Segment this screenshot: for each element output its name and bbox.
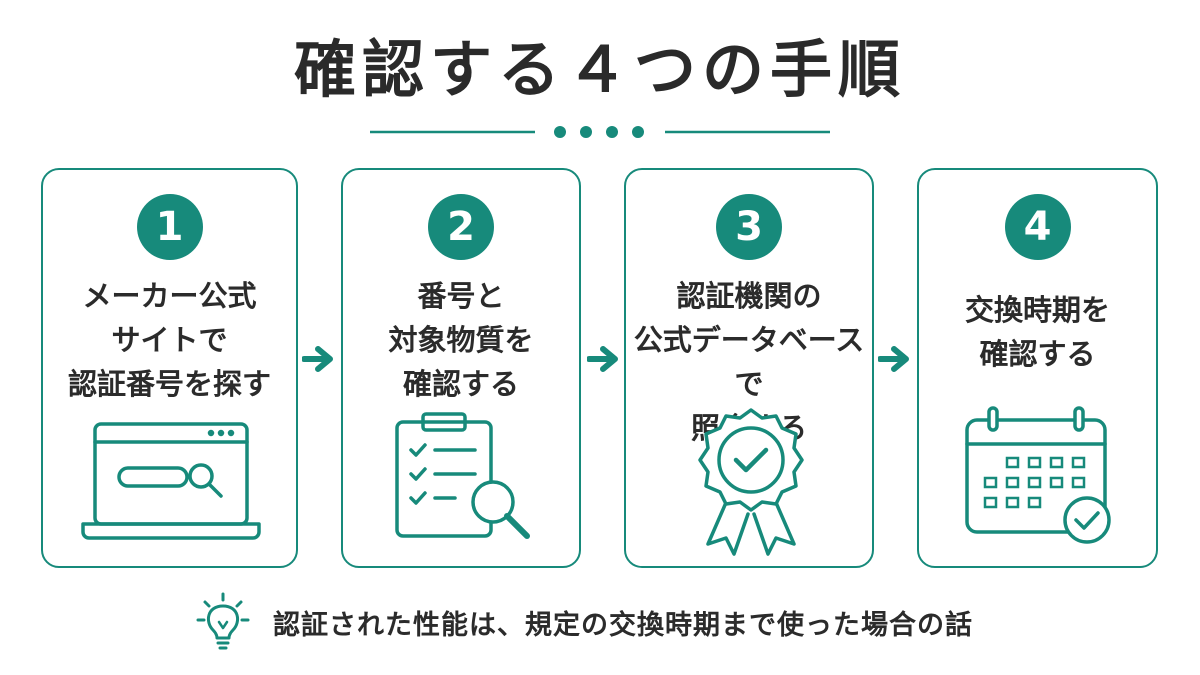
step-label: メーカー公式 サイトで 認証番号を探す: [67, 279, 271, 401]
step-number-badge: 1: [136, 194, 203, 260]
page-title: 確認する４つの手順: [293, 33, 906, 106]
step-label: 番号と 対象物質を 確認する: [388, 279, 534, 401]
arrow-right-icon: [302, 346, 333, 372]
title-divider: [370, 126, 830, 138]
step-number-badge: 2: [428, 194, 494, 260]
calendar-check-icon: [965, 406, 1111, 544]
step-card-4: 4 交換時期を 確認する: [917, 168, 1158, 568]
step-card-1: 1 メーカー公式 サイトで 認証番号を探す: [41, 168, 298, 568]
arrow-right-icon: [587, 346, 618, 372]
step-number-badge: 4: [1004, 194, 1071, 260]
certificate-badge-icon: [698, 408, 804, 556]
clipboard-magnifier-icon: [395, 412, 530, 539]
step-number-badge: 3: [716, 194, 782, 260]
laptop-search-icon: [81, 422, 261, 540]
step-card-2: 2 番号と 対象物質を 確認する: [341, 168, 581, 568]
arrow-right-icon: [878, 346, 909, 372]
step-card-3: 3 認証機関の 公式データベースで 照合する: [624, 168, 874, 568]
lightbulb-icon: [196, 592, 250, 650]
note: 認証された性能は、規定の交換時期まで使った場合の話: [195, 592, 973, 652]
step-label: 交換時期を 確認する: [964, 293, 1110, 371]
note-text: 認証された性能は、規定の交換時期まで使った場合の話: [273, 609, 973, 641]
